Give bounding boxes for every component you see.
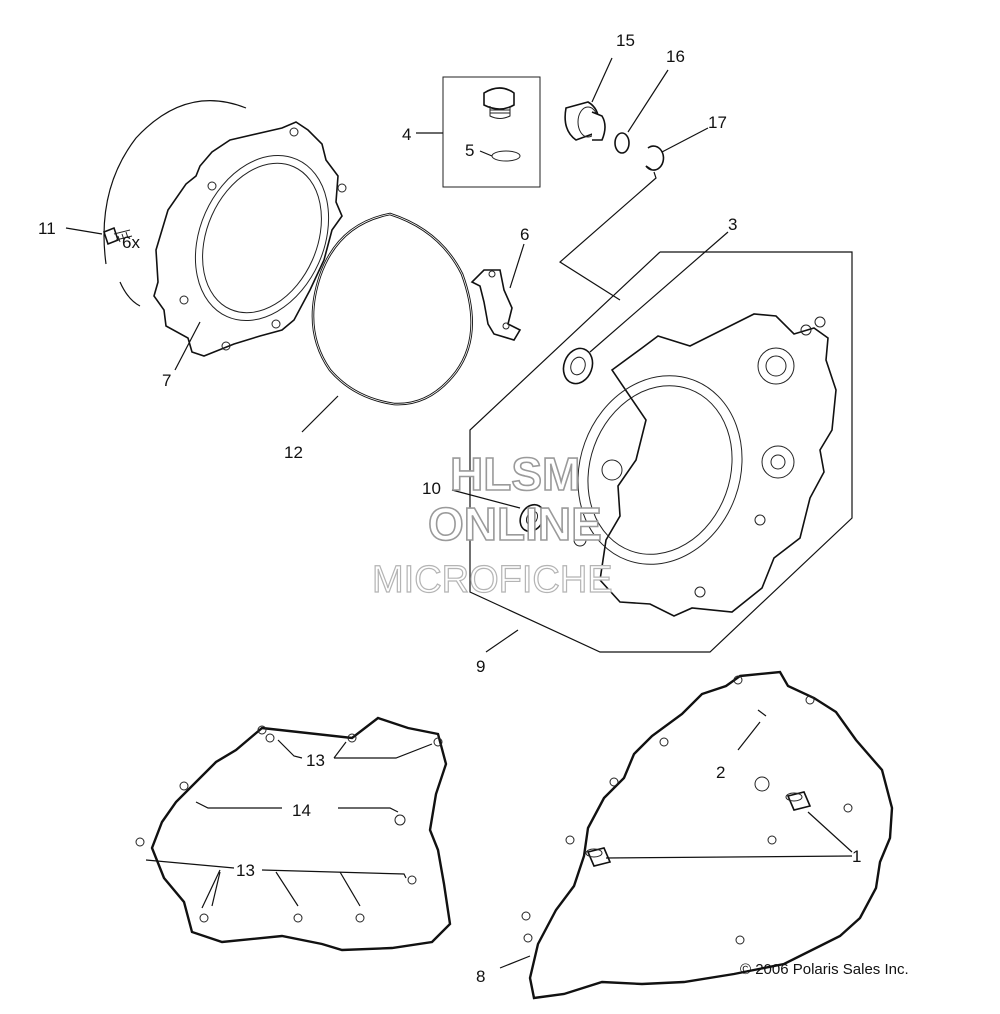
- callout-15: 15: [616, 31, 635, 50]
- oil-plug-kit-box: [416, 76, 541, 188]
- callout-4: 4: [402, 125, 411, 144]
- watermark-line-3: MICROFICHE: [372, 559, 613, 601]
- copyright-text: © 2006 Polaris Sales Inc.: [740, 961, 909, 978]
- pin-part-2: [737, 709, 767, 751]
- clutch-cover-outer: [103, 100, 347, 371]
- callout-7: 7: [162, 371, 171, 390]
- callout-1: 1: [852, 847, 861, 866]
- drain-plug-group: [559, 57, 709, 301]
- callout-labels: 1 2 3 4 5 6 6x 7 8 9 10 11 12 13 13 14 1…: [38, 31, 861, 986]
- gasket-left-part-14: [135, 716, 452, 952]
- callout-6x: 6x: [122, 233, 140, 252]
- callout-12: 12: [284, 443, 303, 462]
- callout-10: 10: [422, 479, 441, 498]
- callout-16: 16: [666, 47, 685, 66]
- oil-seal-part-10: [451, 489, 545, 533]
- bolt-part-11: [65, 226, 133, 246]
- callout-6: 6: [520, 225, 529, 244]
- clutch-cover-inner: [469, 251, 853, 653]
- callout-3: 3: [728, 215, 737, 234]
- watermark-line-1: HLSM: [450, 448, 580, 500]
- gasket-right-part-8: [499, 670, 894, 1000]
- callout-13-bottom: 13: [236, 861, 255, 880]
- watermark: HLSM ONLINE MICROFICHE: [371, 447, 613, 601]
- callout-2: 2: [716, 763, 725, 782]
- watermark-line-2: ONLINE: [428, 498, 602, 550]
- callout-5: 5: [465, 141, 474, 160]
- dowel-pins-part-1: [585, 791, 853, 867]
- callout-11: 11: [38, 219, 56, 238]
- bracket-part-6: [470, 243, 525, 341]
- callout-14: 14: [292, 801, 311, 820]
- callout-9: 9: [476, 657, 485, 676]
- callout-17: 17: [708, 113, 727, 132]
- cover-gasket-ring: [301, 212, 473, 433]
- oil-seal-part-3: [562, 231, 729, 385]
- callout-13-top: 13: [306, 751, 325, 770]
- callout-8: 8: [476, 967, 485, 986]
